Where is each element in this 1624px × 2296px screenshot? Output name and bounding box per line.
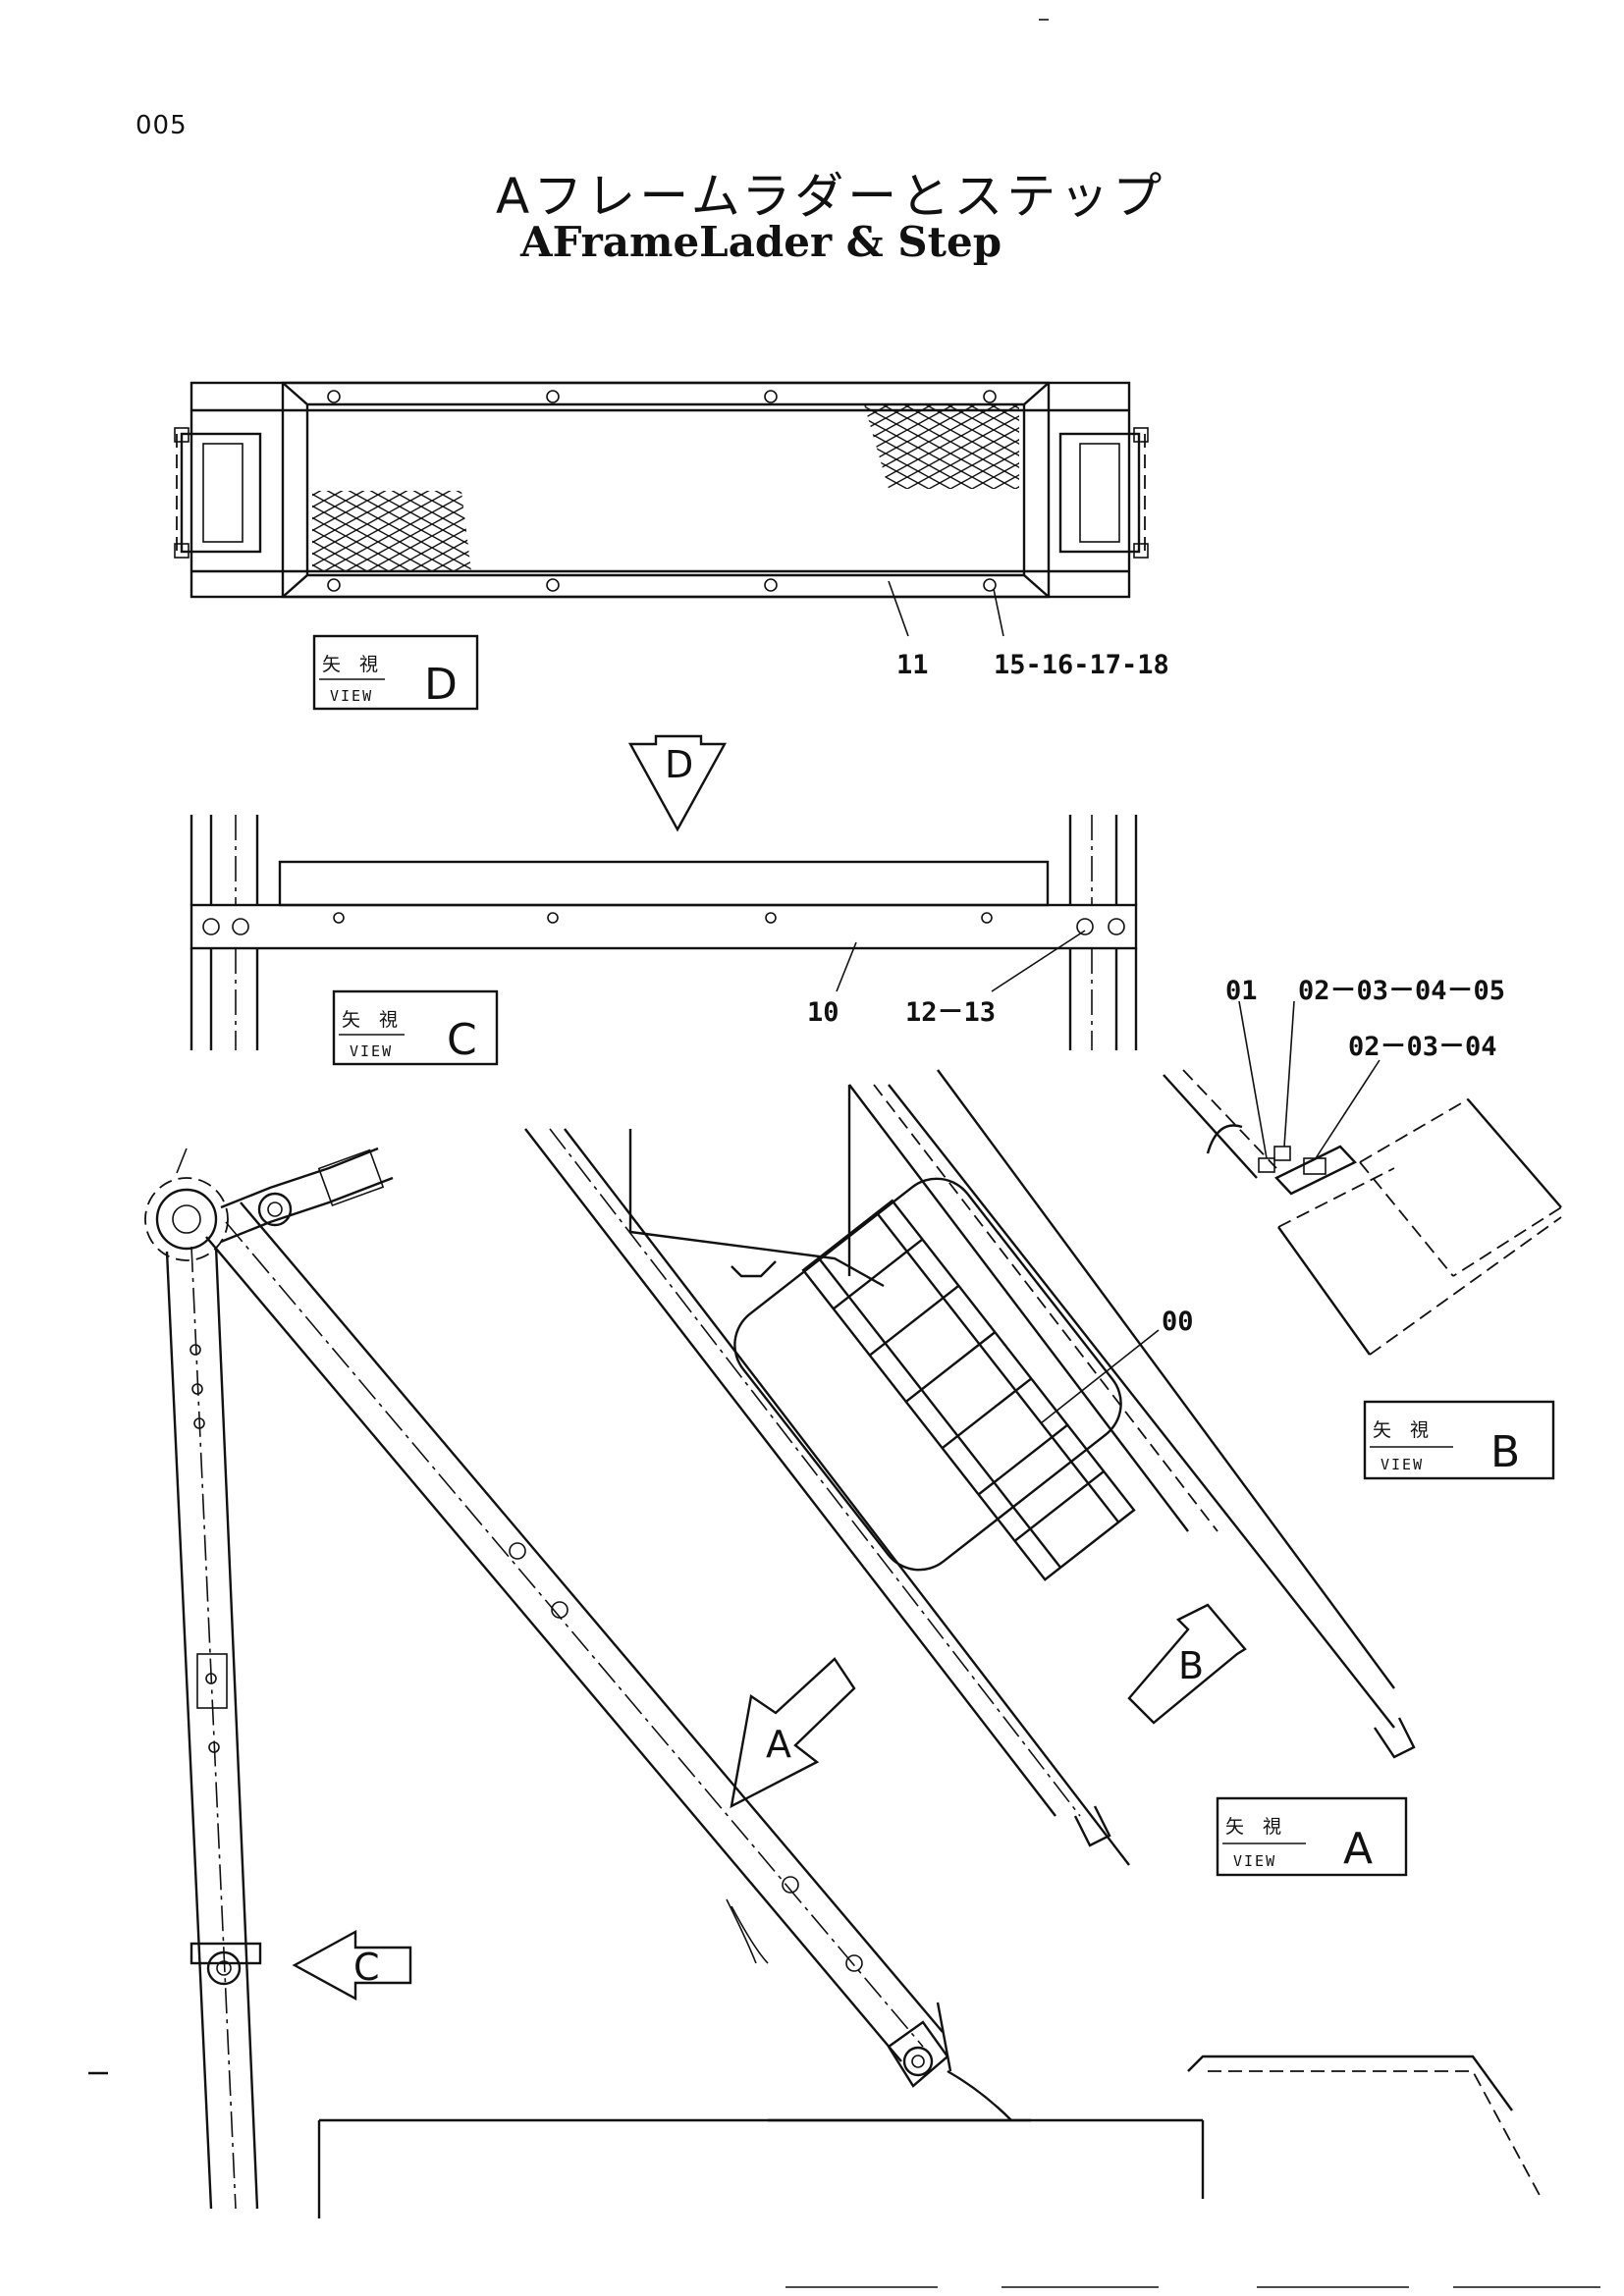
left-end-bracket [174,427,262,559]
svg-text:VIEW: VIEW [1380,1456,1424,1473]
svg-text:VIEW: VIEW [330,687,373,705]
callout-12-13: 12－13 [905,997,996,1028]
front-view-step-beam [189,815,1138,1050]
ladder-step-assembly [524,1069,1416,1866]
svg-text:VIEW: VIEW [1233,1852,1276,1870]
svg-text:B: B [1178,1644,1204,1687]
view-arrow-a: A [730,1657,856,1809]
svg-text:A: A [766,1723,791,1766]
svg-text:矢 視: 矢 視 [322,654,378,675]
view-arrow-d: D [627,734,728,832]
svg-text:C: C [353,1946,380,1989]
callout-00: 00 [1162,1307,1194,1337]
callout-02-03-04-05: 02－03－04－05 [1298,976,1505,1006]
bottom-rule-lines [785,19,1600,2288]
callout-02-03-04: 02－03－04 [1348,1032,1497,1062]
svg-text:D: D [665,743,693,786]
title-japanese: Aフレームラダーとステップ [496,168,1166,225]
detail-b-step-bracket [1163,1000,1563,1356]
svg-text:C: C [447,1015,477,1065]
a-frame-boom [144,1147,1012,2210]
svg-text:B: B [1490,1427,1520,1477]
callout-11: 11 [896,650,929,680]
svg-text:VIEW: VIEW [350,1042,393,1060]
svg-text:A: A [1343,1824,1373,1874]
svg-text:矢 視: 矢 視 [1225,1816,1281,1838]
top-view-step-plate [174,381,1149,637]
view-arrow-c: C [292,1929,412,2002]
callout-10: 10 [807,997,839,1028]
base-frame [88,2055,1543,2218]
svg-text:矢 視: 矢 視 [342,1009,398,1031]
view-arrow-b: B [1127,1603,1247,1725]
svg-text:D: D [424,660,458,710]
callout-15-16-17-18: 15-16-17-18 [994,650,1169,680]
page-number: 005 [135,111,188,140]
view-label-box-b: 矢 視 VIEW B [1363,1400,1555,1480]
title-english: AFrameLader & Step [520,218,1002,266]
callout-01: 01 [1225,976,1258,1006]
view-label-box-d: 矢 視 VIEW D [312,634,479,711]
view-label-box-a: 矢 視 VIEW A [1216,1796,1408,1877]
right-end-bracket [1058,427,1149,559]
svg-text:矢 視: 矢 視 [1373,1419,1429,1441]
view-label-box-c: 矢 視 VIEW C [332,989,499,1066]
